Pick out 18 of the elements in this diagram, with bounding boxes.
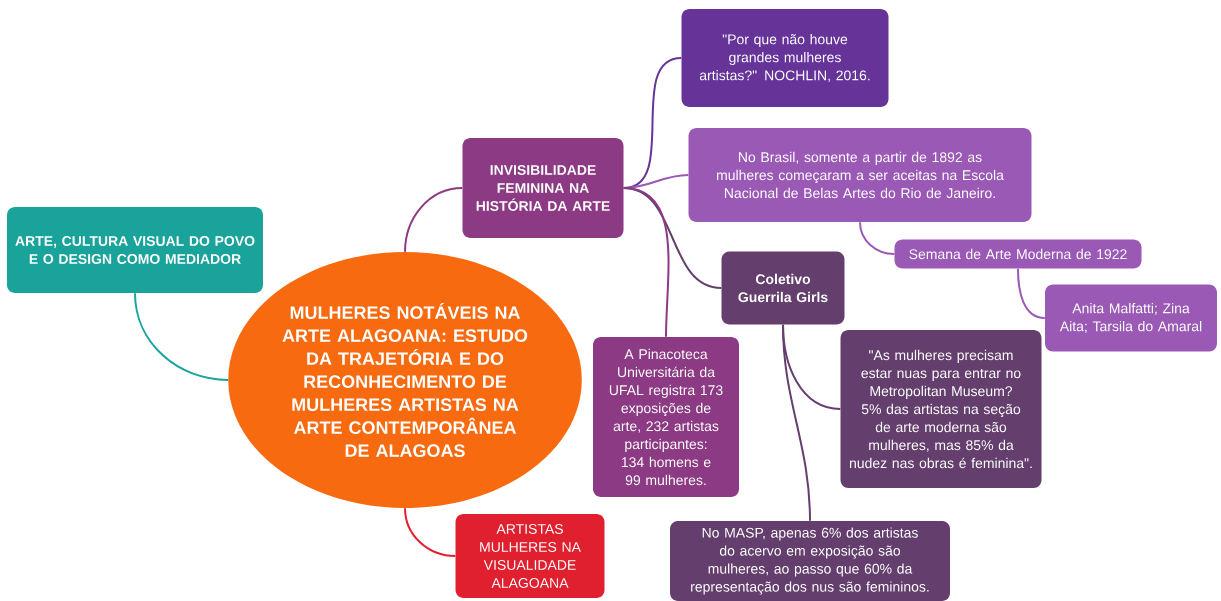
connector-line [134, 292, 230, 381]
topic-box: No MASP, apenas 6% dos artistas do acervo em exposição são mulheres, ao passo que 60% da representação dos nus são femininos. [670, 521, 950, 601]
topic-box: A Pinacoteca Universitária da UFAL registra 173 exposições de arte, 232 artistas participantes: 134 homens e 99 mulheres. [593, 337, 739, 497]
topic-box: Coletivo Guerrila Girls [721, 251, 845, 325]
topic-box: ARTISTAS MULHERES NA VISUALIDADE ALAGOANA [455, 514, 605, 598]
connector-line [782, 323, 811, 522]
connector-line [404, 507, 457, 557]
connector-line [859, 221, 896, 255]
topic-box: ARTE, CULTURA VISUAL DO POVO E O DESIGN COMO MEDIADOR [7, 207, 263, 293]
topic-box: "As mulheres precisam estar nuas para entrar no Metropolitan Museum? 5% das artistas na seção de arte moderna são mulheres, mas 85% da nudez nas obras é feminina". [840, 330, 1042, 488]
topic-box: "Por que não houve grandes mulheres artistas?" NOCHLIN, 2016. [681, 9, 889, 107]
topic-box: Anita Malfatti; Zina Aita; Tarsila do Amaral [1045, 284, 1217, 352]
connector-line [404, 187, 464, 253]
topic-box: INVISIBILIDADE FEMININA NA HISTÓRIA DA ARTE [462, 138, 624, 238]
topic-box: No Brasil, somente a partir de 1892 as mulheres começaram a ser aceitas na Escola Nacional de Belas Artes do Rio de Janeiro. [688, 128, 1032, 222]
topic-box: Semana de Arte Moderna de 1922 [894, 239, 1142, 269]
connector-line [1017, 267, 1046, 319]
connector-line [622, 187, 670, 338]
